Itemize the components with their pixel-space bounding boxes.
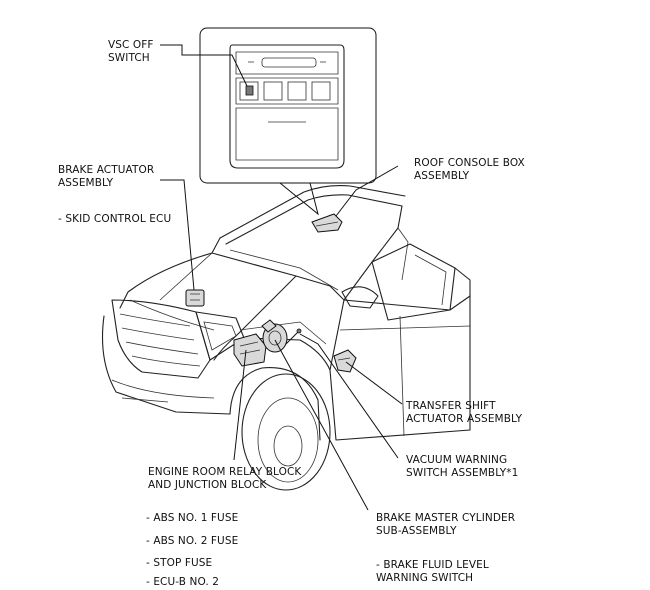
junction-block-part <box>233 333 267 367</box>
vsc-off-switch-part <box>245 85 254 96</box>
master-cylinder-part <box>261 319 288 353</box>
transfer-shift-label: TRANSFER SHIFT ACTUATOR ASSEMBLY <box>406 400 523 425</box>
brake-actuator-label: BRAKE ACTUATOR ASSEMBLY <box>58 164 155 189</box>
brake-master-cylinder-label: BRAKE MASTER CYLINDER SUB-ASSEMBLY <box>376 512 516 537</box>
brake-actuator-part <box>185 289 205 307</box>
skid-control-ecu-label: - SKID CONTROL ECU <box>58 213 172 225</box>
vacuum-warning-label: VACUUM WARNING SWITCH ASSEMBLY*1 <box>406 454 519 479</box>
fuse-abs-no2: - ABS NO. 2 FUSE <box>146 535 239 547</box>
fuse-stop: - STOP FUSE <box>146 557 213 569</box>
transfer-shift-part <box>333 349 357 373</box>
fuse-abs-no1: - ABS NO. 1 FUSE <box>146 512 239 524</box>
roof-console-label: ROOF CONSOLE BOX ASSEMBLY <box>414 157 525 182</box>
vsc-off-switch-label: VSC OFF SWITCH <box>108 39 154 64</box>
vacuum-switch-part <box>285 328 302 345</box>
roof-console-inset <box>160 27 377 216</box>
fuse-ecu-b-no2: - ECU-B NO. 2 <box>146 576 220 588</box>
engine-room-relay-label: ENGINE ROOM RELAY BLOCK AND JUNCTION BLO… <box>148 466 302 491</box>
roof-console-part <box>311 213 343 233</box>
leader-lines <box>160 165 403 511</box>
brake-fluid-level-label: - BRAKE FLUID LEVEL WARNING SWITCH <box>376 559 489 584</box>
vehicle-illustration <box>101 185 471 491</box>
